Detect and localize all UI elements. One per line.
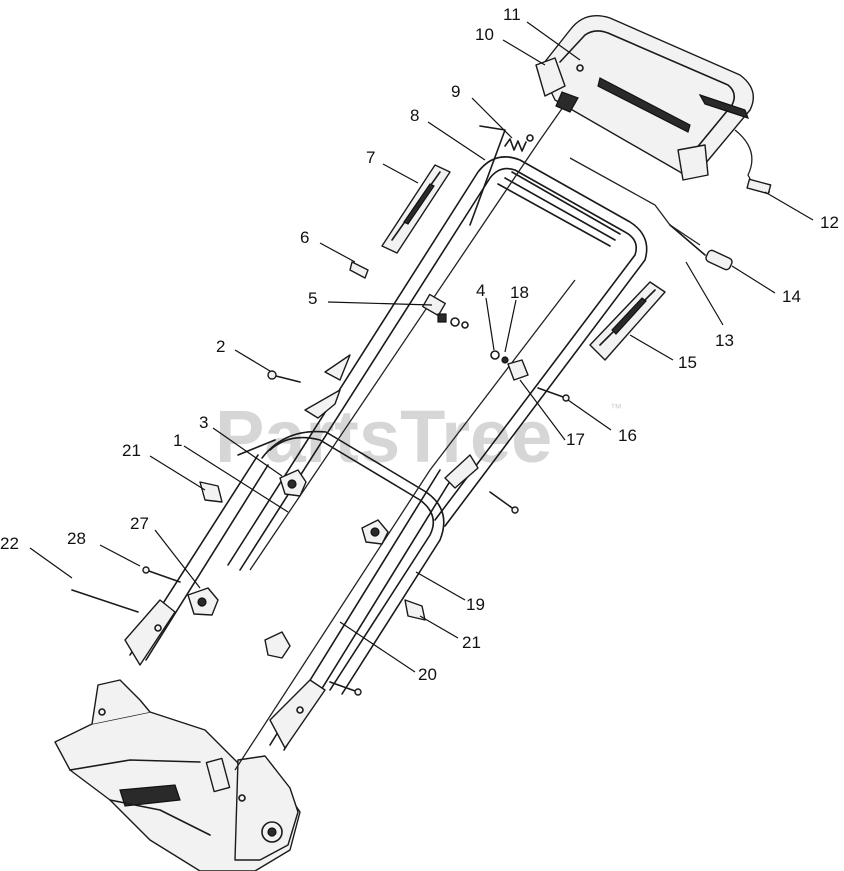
callout-14: 14 (782, 287, 801, 306)
cable-adjuster-14 (705, 249, 733, 271)
callout-3: 3 (199, 413, 208, 432)
callout-21a: 21 (122, 441, 141, 460)
callout-1: 1 (173, 431, 182, 450)
cable-end-12 (746, 178, 772, 195)
callout-27: 27 (130, 514, 149, 533)
watermark-text: PartsTree (215, 395, 552, 478)
callout-15: 15 (678, 353, 697, 372)
callout-6: 6 (300, 228, 309, 247)
callout-7: 7 (366, 148, 375, 167)
callout-10: 10 (475, 25, 494, 44)
bracket-8 (469, 125, 506, 226)
watermark-trademark: ™ (610, 401, 622, 415)
control-cable-12 (734, 129, 771, 193)
hardware-items (71, 261, 570, 696)
control-cable-13 (569, 157, 701, 246)
callout-13: 13 (715, 331, 734, 350)
callout-5: 5 (308, 289, 317, 308)
callout-2: 2 (216, 337, 225, 356)
spring-9 (504, 134, 534, 152)
callout-17: 17 (566, 430, 585, 449)
callout-16: 16 (618, 426, 637, 445)
upper-handle-illustration (227, 156, 648, 571)
callout-21b: 21 (462, 633, 481, 652)
callout-8: 8 (410, 106, 419, 125)
callout-28: 28 (67, 529, 86, 548)
callout-22: 22 (0, 534, 19, 553)
leader-lines (29, 21, 814, 673)
callout-9: 9 (451, 82, 460, 101)
cable-cover-15 (589, 281, 666, 361)
callout-4: 4 (476, 281, 485, 300)
main-cable (249, 99, 569, 571)
lower-handle-illustration (124, 430, 453, 751)
callout-12: 12 (820, 213, 839, 232)
callout-11: 11 (503, 5, 521, 24)
callout-20: 20 (418, 665, 437, 684)
cable-cover-7 (381, 164, 451, 254)
callout-19: 19 (466, 595, 485, 614)
callout-labels: 11 10 9 8 7 12 6 14 4 18 5 13 2 15 3 16 … (0, 5, 839, 684)
control-bar-illustration (535, 15, 754, 181)
mower-deck-illustration (54, 679, 301, 871)
callout-18: 18 (510, 283, 529, 302)
